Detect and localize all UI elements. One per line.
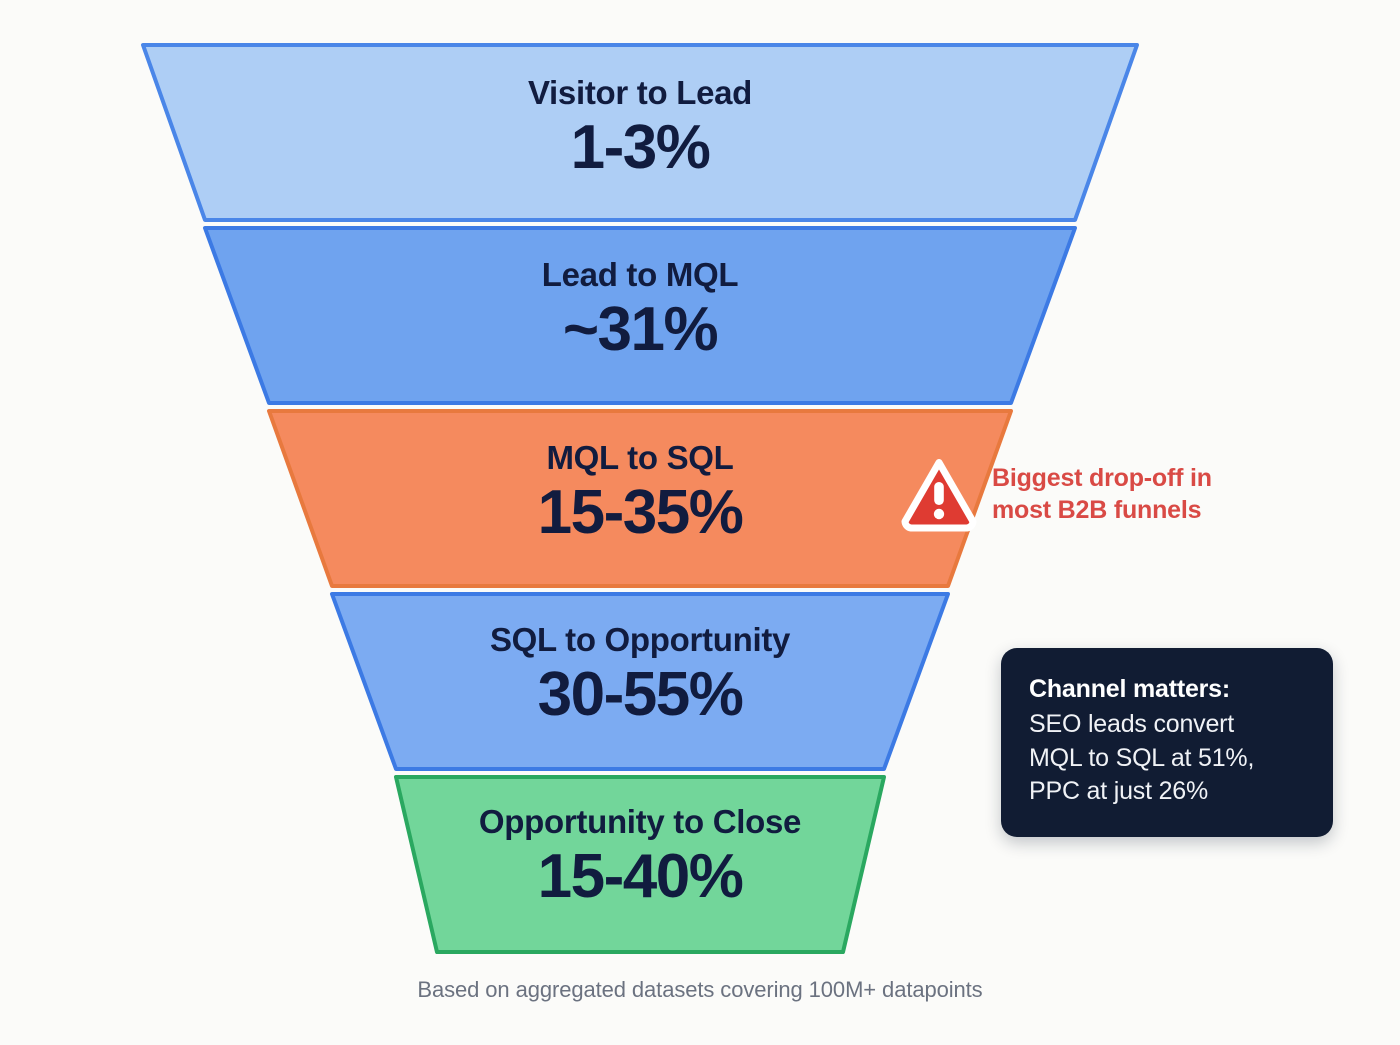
funnel-stage-4-shape[interactable] xyxy=(330,592,950,771)
drop-off-annotation: Biggest drop-off in most B2B funnels xyxy=(900,455,1212,533)
drop-off-annotation-line-2: most B2B funnels xyxy=(992,496,1202,524)
callout-line-2: MQL to SQL at 51%, xyxy=(1029,743,1255,772)
funnel-stage-3-shape[interactable] xyxy=(267,409,1013,588)
callout-title: Channel matters: xyxy=(1029,675,1231,703)
funnel-stage-1-value: 1-3% xyxy=(570,113,711,182)
funnel-stage-2-value: ~31% xyxy=(562,295,719,364)
callout-line-3: PPC at just 26% xyxy=(1029,777,1209,805)
funnel-stage-4-label: SQL to Opportunity xyxy=(489,621,791,658)
funnel-stage-5-shape[interactable] xyxy=(394,775,886,954)
funnel-stage-3-value: 15-35% xyxy=(537,478,744,547)
warning-triangle-icon xyxy=(901,459,977,532)
funnel-stage-3-text: MQL to SQL 15-35% xyxy=(270,441,1010,544)
funnel-stage-4-text: SQL to Opportunity 30-55% xyxy=(333,623,947,726)
funnel-stage-5-value: 15-40% xyxy=(537,842,744,911)
funnel-stage-4-value: 30-55% xyxy=(537,660,744,729)
funnel-stage-3-label: MQL to SQL xyxy=(546,439,734,476)
funnel-stage-1-shape[interactable] xyxy=(141,43,1139,222)
funnel-stage-2-label: Lead to MQL xyxy=(541,256,739,293)
funnel-stage-1-label: Visitor to Lead xyxy=(527,74,753,111)
funnel-stage-5-text: Opportunity to Close 15-40% xyxy=(398,805,882,908)
callout-body: SEO leads convert MQL to SQL at 51%, PPC… xyxy=(1029,708,1305,809)
funnel-stage-5-label: Opportunity to Close xyxy=(478,803,802,840)
funnel-stage-2-shape[interactable] xyxy=(203,226,1077,405)
funnel-stage-2-text: Lead to MQL ~31% xyxy=(205,258,1075,361)
channel-matters-callout[interactable]: Channel matters: SEO leads convert MQL t… xyxy=(1001,648,1333,837)
source-caption: Based on aggregated datasets covering 10… xyxy=(417,977,983,1002)
drop-off-annotation-line-1: Biggest drop-off in xyxy=(992,464,1212,492)
callout-line-1: SEO leads convert xyxy=(1029,710,1235,738)
drop-off-annotation-text: Biggest drop-off in most B2B funnels xyxy=(992,462,1212,526)
funnel-stage-1-text: Visitor to Lead 1-3% xyxy=(143,76,1137,179)
